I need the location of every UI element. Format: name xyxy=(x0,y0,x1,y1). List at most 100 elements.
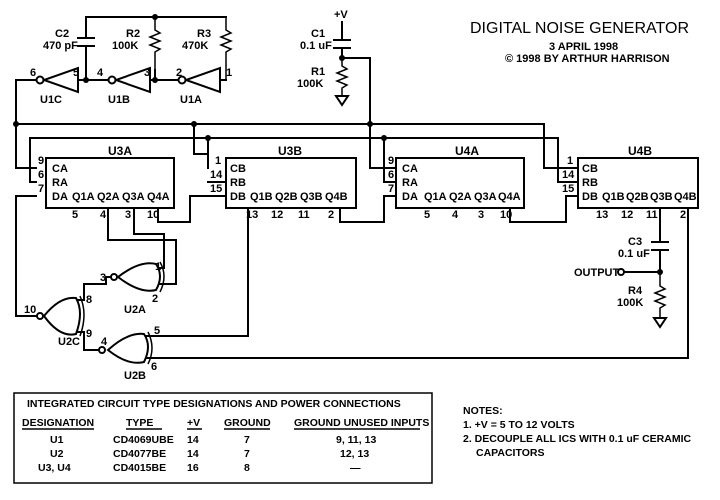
u1b-label: U1B xyxy=(108,94,130,106)
u2b-in1-pin: 5 xyxy=(154,325,160,337)
table-title: INTEGRATED CIRCUIT TYPE DESIGNATIONS AND… xyxy=(27,398,401,410)
u3b-out-pin-4: 2 xyxy=(328,209,334,221)
supply-label: +V xyxy=(334,9,348,21)
u4b-in-3: DB xyxy=(582,191,598,203)
oscillator: 1 2 3 4 5 6 U1A U1B U1C C2 470 pF R2 100… xyxy=(15,14,234,169)
note-item: CAPACITORS xyxy=(476,447,544,459)
u3a-out-4: Q4A xyxy=(147,191,170,203)
u1a-label: U1A xyxy=(180,94,202,106)
u4a-out-3: Q3A xyxy=(474,191,497,203)
u3a-out-2: Q2A xyxy=(97,191,120,203)
u2a-in2-pin: 2 xyxy=(152,293,158,305)
r2-name: R2 xyxy=(126,28,140,40)
table-cell: U1 xyxy=(50,434,64,446)
u4a-out-pin-1: 5 xyxy=(424,209,430,221)
u3b-label: U3B xyxy=(278,144,302,158)
feedback-network: 3 1 2 U2A 8 9 10 U2C 5 6 4 U2B xyxy=(15,195,689,382)
ic-table: INTEGRATED CIRCUIT TYPE DESIGNATIONS AND… xyxy=(13,392,433,484)
u4a-out-2: Q2A xyxy=(449,191,472,203)
table-cell: 9, 11, 13 xyxy=(336,434,376,446)
table-row: U2 CD4077BE 14 7 12, 13 xyxy=(50,448,369,460)
table-row: U1 CD4069UBE 14 7 9, 11, 13 xyxy=(50,434,376,446)
u4b-out-pin-3: 11 xyxy=(646,209,658,221)
output-label: OUTPUT xyxy=(574,267,620,279)
u2c-in2-pin: 9 xyxy=(86,328,92,340)
u3a-in-pin-1: 9 xyxy=(38,155,44,167)
u1c-in-pin: 5 xyxy=(73,67,79,79)
table-cell: 7 xyxy=(244,448,250,460)
u1c-out-pin: 6 xyxy=(30,67,36,79)
r3-value: 470K xyxy=(182,40,208,52)
buses xyxy=(13,121,579,183)
table-cell: CD4069UBE xyxy=(113,434,174,446)
u4b-in-pin-3: 15 xyxy=(562,183,574,195)
u3b-out-pin-3: 11 xyxy=(298,209,310,221)
u3a-out-1: Q1A xyxy=(72,191,95,203)
table-cell: CD4077BE xyxy=(113,448,166,460)
table-cell: U2 xyxy=(50,448,64,460)
table-cell: U3, U4 xyxy=(38,462,71,474)
u3a-out-pin-4: 10 xyxy=(147,209,159,221)
u1a-out-pin: 2 xyxy=(176,67,182,79)
note-item: 1. +V = 5 TO 12 VOLTS xyxy=(463,419,575,431)
u2a-in1-pin: 1 xyxy=(155,261,161,273)
u4a-in-pin-3: 7 xyxy=(388,183,394,195)
u4b-out-4: Q4B xyxy=(674,191,697,203)
u4b-in-pin-1: 1 xyxy=(567,155,573,167)
u2b-out-pin: 4 xyxy=(101,336,108,348)
table-cell: — xyxy=(350,462,361,474)
u2c-in1-pin: 8 xyxy=(86,294,92,306)
u2c-label: U2C xyxy=(58,336,80,348)
u4a-out-pin-2: 4 xyxy=(452,209,459,221)
u4b-in-pin-2: 14 xyxy=(562,169,575,181)
u1b-out-pin: 4 xyxy=(97,67,104,79)
schematic-title: DIGITAL NOISE GENERATOR xyxy=(470,20,689,37)
u4a-in-pin-1: 9 xyxy=(388,155,394,167)
u2a-out-pin: 3 xyxy=(100,272,106,284)
c1-value: 0.1 uF xyxy=(300,40,332,52)
table-row: U3, U4 CD4015BE 16 8 — xyxy=(38,462,361,474)
u4a-in-pin-2: 6 xyxy=(388,169,394,181)
c2-value: 470 pF xyxy=(43,40,78,52)
u4a-out-4: Q4A xyxy=(498,191,521,203)
c3-name: C3 xyxy=(628,236,642,248)
u3b-out-1: Q1B xyxy=(250,191,273,203)
r4-value: 100K xyxy=(617,297,643,309)
ic-u4a: U4A 9 6 7 CA RA DA Q1A Q2A Q3A Q4A 5 4 3… xyxy=(388,144,525,221)
table-cell: 16 xyxy=(187,462,199,474)
u3a-out-pin-1: 5 xyxy=(72,209,78,221)
u3b-out-2: Q2B xyxy=(275,191,298,203)
u3b-out-pin-1: 13 xyxy=(246,209,258,221)
reset-network: +V C1 0.1 uF R1 100K xyxy=(297,9,371,169)
table-cell: 14 xyxy=(187,434,199,446)
notes: NOTES: 1. +V = 5 TO 12 VOLTS 2. DECOUPLE… xyxy=(463,405,692,459)
c2-name: C2 xyxy=(55,28,69,40)
u3b-out-4: Q4B xyxy=(325,191,348,203)
u4a-out-1: Q1A xyxy=(424,191,447,203)
u2c-out-pin: 10 xyxy=(24,304,36,316)
u1a-in-pin: 1 xyxy=(226,67,232,79)
u3a-in-pin-3: 7 xyxy=(38,183,44,195)
u3b-in-1: CB xyxy=(230,163,246,175)
u4b-out-1: Q1B xyxy=(602,191,625,203)
u3b-in-pin-1: 1 xyxy=(215,155,221,167)
u3b-in-2: RB xyxy=(230,177,246,189)
u3a-in-2: RA xyxy=(52,177,68,189)
u4b-out-pin-2: 12 xyxy=(621,209,633,221)
u3b-in-pin-3: 15 xyxy=(210,183,222,195)
u4b-out-pin-4: 2 xyxy=(680,209,686,221)
u4b-out-pin-1: 13 xyxy=(596,209,608,221)
u3a-out-pin-3: 3 xyxy=(125,209,131,221)
u3a-in-1: CA xyxy=(52,163,68,175)
table-cell: 14 xyxy=(187,448,199,460)
u1b-in-pin: 3 xyxy=(144,67,150,79)
output-network: OUTPUT C3 0.1 uF R4 100K xyxy=(574,207,669,329)
u2b-in2-pin: 6 xyxy=(151,361,157,373)
notes-heading: NOTES: xyxy=(463,405,503,417)
u3b-out-3: Q3B xyxy=(300,191,323,203)
u3a-label: U3A xyxy=(108,144,132,158)
stage-links xyxy=(157,195,579,223)
table-cell: CD4015BE xyxy=(113,462,166,474)
u1c-label: U1C xyxy=(40,94,62,106)
u3a-in-pin-2: 6 xyxy=(38,169,44,181)
